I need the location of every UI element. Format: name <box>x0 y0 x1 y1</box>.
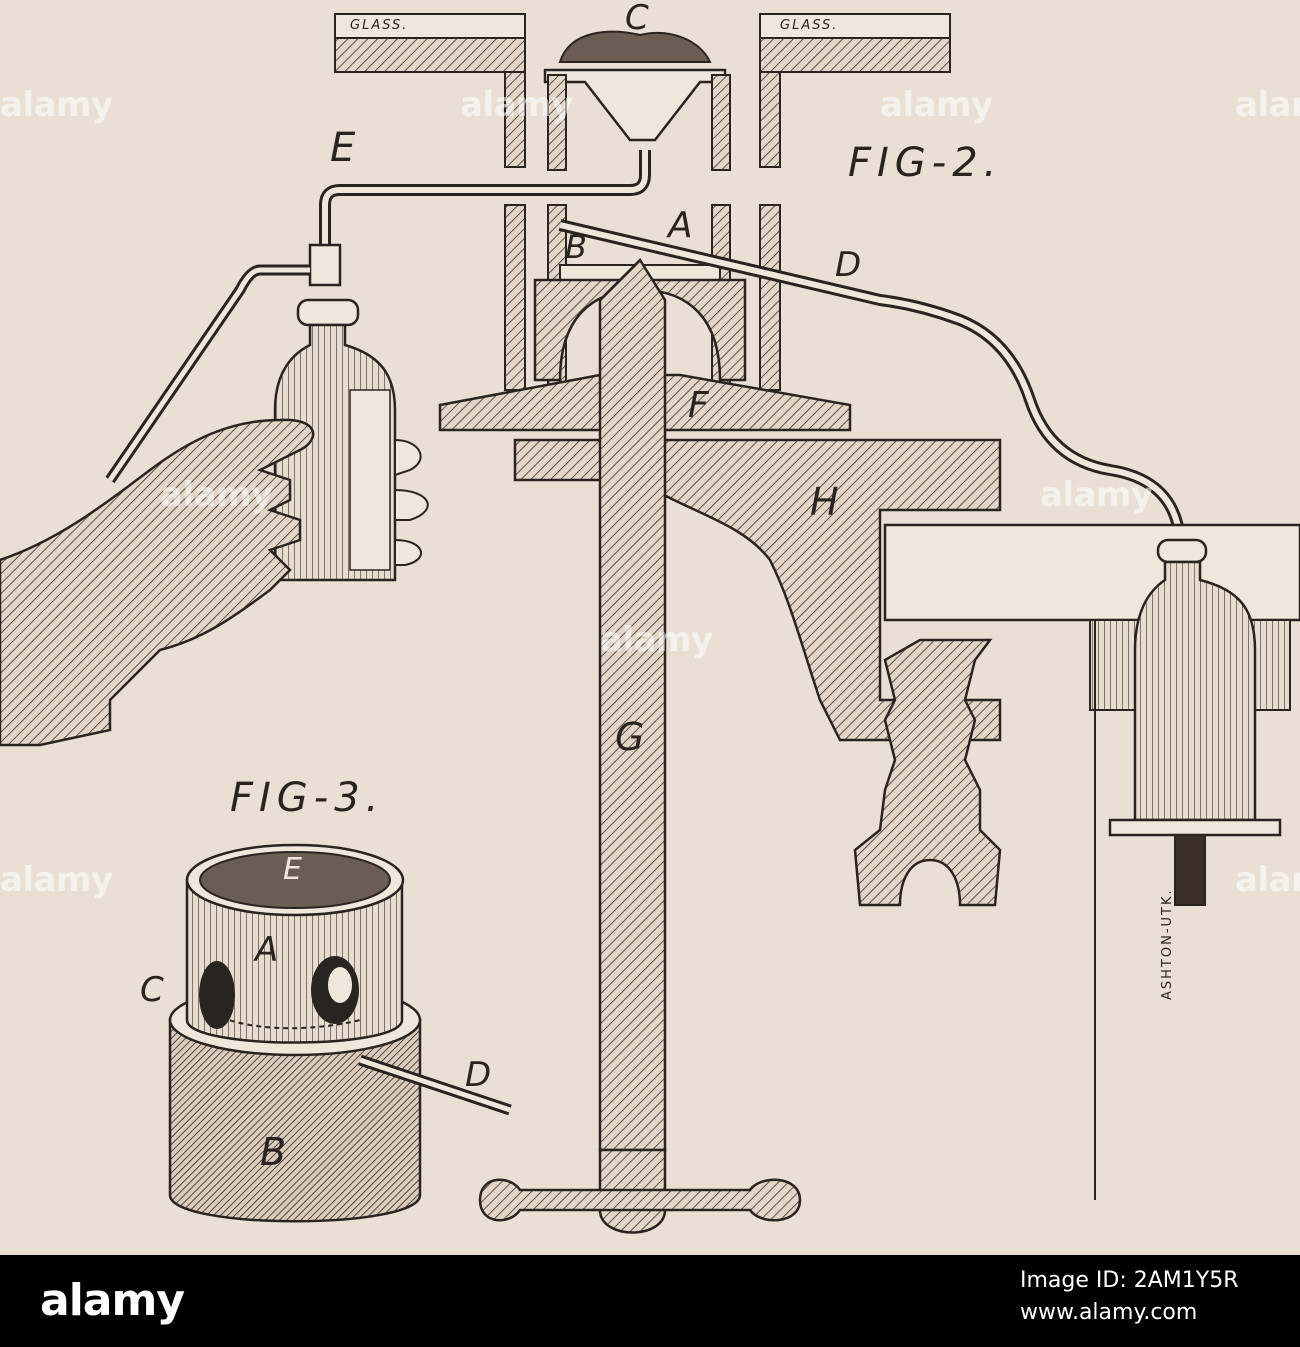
fig2-label: FIG-2. <box>848 140 1003 186</box>
footer-url[interactable]: www.alamy.com <box>1020 1300 1198 1325</box>
label-g: G <box>615 715 646 759</box>
clamp-h <box>513 438 1002 742</box>
footer-logo[interactable]: alamy <box>40 1275 185 1326</box>
glass-label-right: GLASS. <box>780 18 839 33</box>
watermark: alamy <box>880 85 993 125</box>
fig3-label-b: B <box>260 1130 288 1174</box>
engraver-signature: ASHTON-UTK. <box>1160 888 1175 1000</box>
label-h: H <box>810 480 840 524</box>
glass-left <box>334 13 526 168</box>
bottle-right <box>1108 538 1282 906</box>
watermark: alamy <box>1040 475 1153 515</box>
label-e: E <box>330 125 357 171</box>
fig3-label-d: D <box>465 1055 493 1095</box>
fig3-label-c: C <box>140 970 165 1010</box>
fig3-label: FIG-3. <box>230 775 385 821</box>
watermark: alamy <box>1235 85 1300 125</box>
watermark: alamy <box>460 85 573 125</box>
watermark: alamy <box>600 620 713 660</box>
hand <box>0 418 429 747</box>
watermark: alamy <box>1235 860 1300 900</box>
label-f: F <box>688 385 710 426</box>
glass-right <box>759 13 951 168</box>
screw-rod-g <box>478 258 802 1234</box>
bottle-left <box>105 243 397 582</box>
footer-image-id: Image ID: 2AM1Y5R <box>1020 1268 1239 1293</box>
watermark: alamy <box>0 85 113 125</box>
label-d: D <box>835 245 863 285</box>
watermark: alamy <box>160 475 273 515</box>
watermark: alamy <box>0 860 113 900</box>
label-c: C <box>625 0 650 38</box>
footer-band <box>0 1255 1300 1347</box>
label-b: B <box>565 228 588 266</box>
glass-label-left: GLASS. <box>350 18 409 33</box>
wing-screw <box>853 638 1002 907</box>
engraving-drawing <box>0 13 1300 1234</box>
cotton-cup <box>543 30 731 171</box>
fig3-label-e: E <box>283 852 303 887</box>
fig3-cylinder <box>168 843 512 1223</box>
label-a: A <box>668 205 694 246</box>
engraving-illustration: GLASS. GLASS. FIG-2. FIG-3. C E A B D F … <box>0 0 1300 1234</box>
fig3-label-a: A <box>255 930 280 970</box>
